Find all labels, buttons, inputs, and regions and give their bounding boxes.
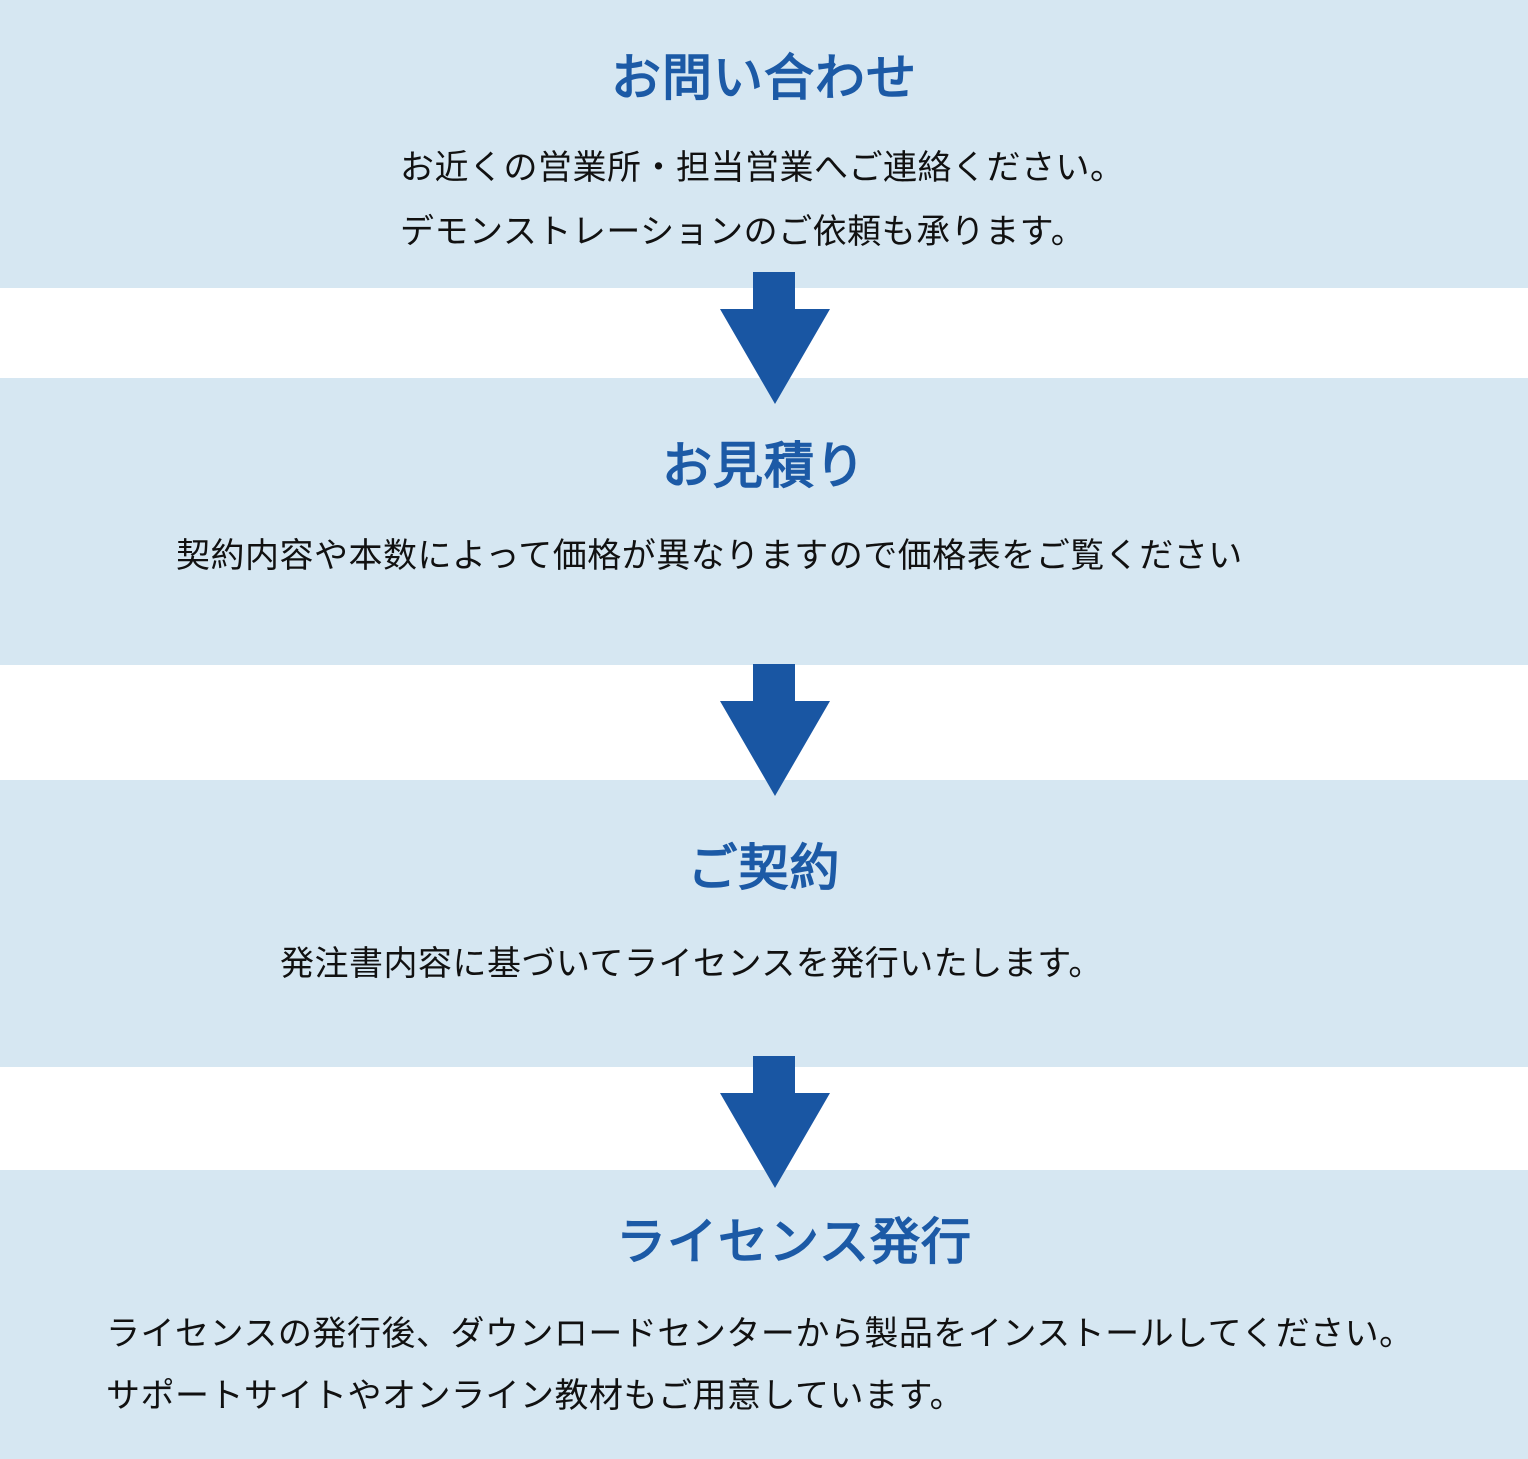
arrow-down-icon — [720, 1056, 830, 1188]
step-description-line: 発注書内容に基づいてライセンスを発行いたします。 — [280, 944, 1103, 984]
step-description-line: お近くの営業所・担当営業へご連絡ください。 — [400, 148, 1125, 188]
arrow-down-icon — [720, 664, 830, 796]
step-title: ライセンス発行 — [616, 1213, 972, 1271]
step-title: ご契約 — [687, 839, 841, 897]
step-title: お問い合わせ — [611, 49, 917, 107]
step-panel-license-issue: ライセンス発行 ライセンスの発行後、ダウンロードセンターから製品をインストールし… — [0, 1170, 1528, 1459]
step-description-line: デモンストレーションのご依頼も承ります。 — [400, 212, 1086, 252]
step-panel-quote: お見積り 契約内容や本数によって価格が異なりますので価格表をご覧ください — [0, 378, 1528, 665]
step-panel-contract: ご契約 発注書内容に基づいてライセンスを発行いたします。 — [0, 780, 1528, 1067]
step-description-line: 契約内容や本数によって価格が異なりますので価格表をご覧ください — [176, 536, 1243, 576]
step-description-line: サポートサイトやオンライン教材もご用意しています。 — [106, 1376, 965, 1416]
step-title: お見積り — [662, 437, 866, 495]
step-panel-inquiry: お問い合わせ お近くの営業所・担当営業へご連絡ください。 デモンストレーションの… — [0, 0, 1528, 288]
arrow-down-icon — [720, 272, 830, 404]
step-description-line: ライセンスの発行後、ダウンロードセンターから製品をインストールしてください。 — [106, 1314, 1414, 1354]
